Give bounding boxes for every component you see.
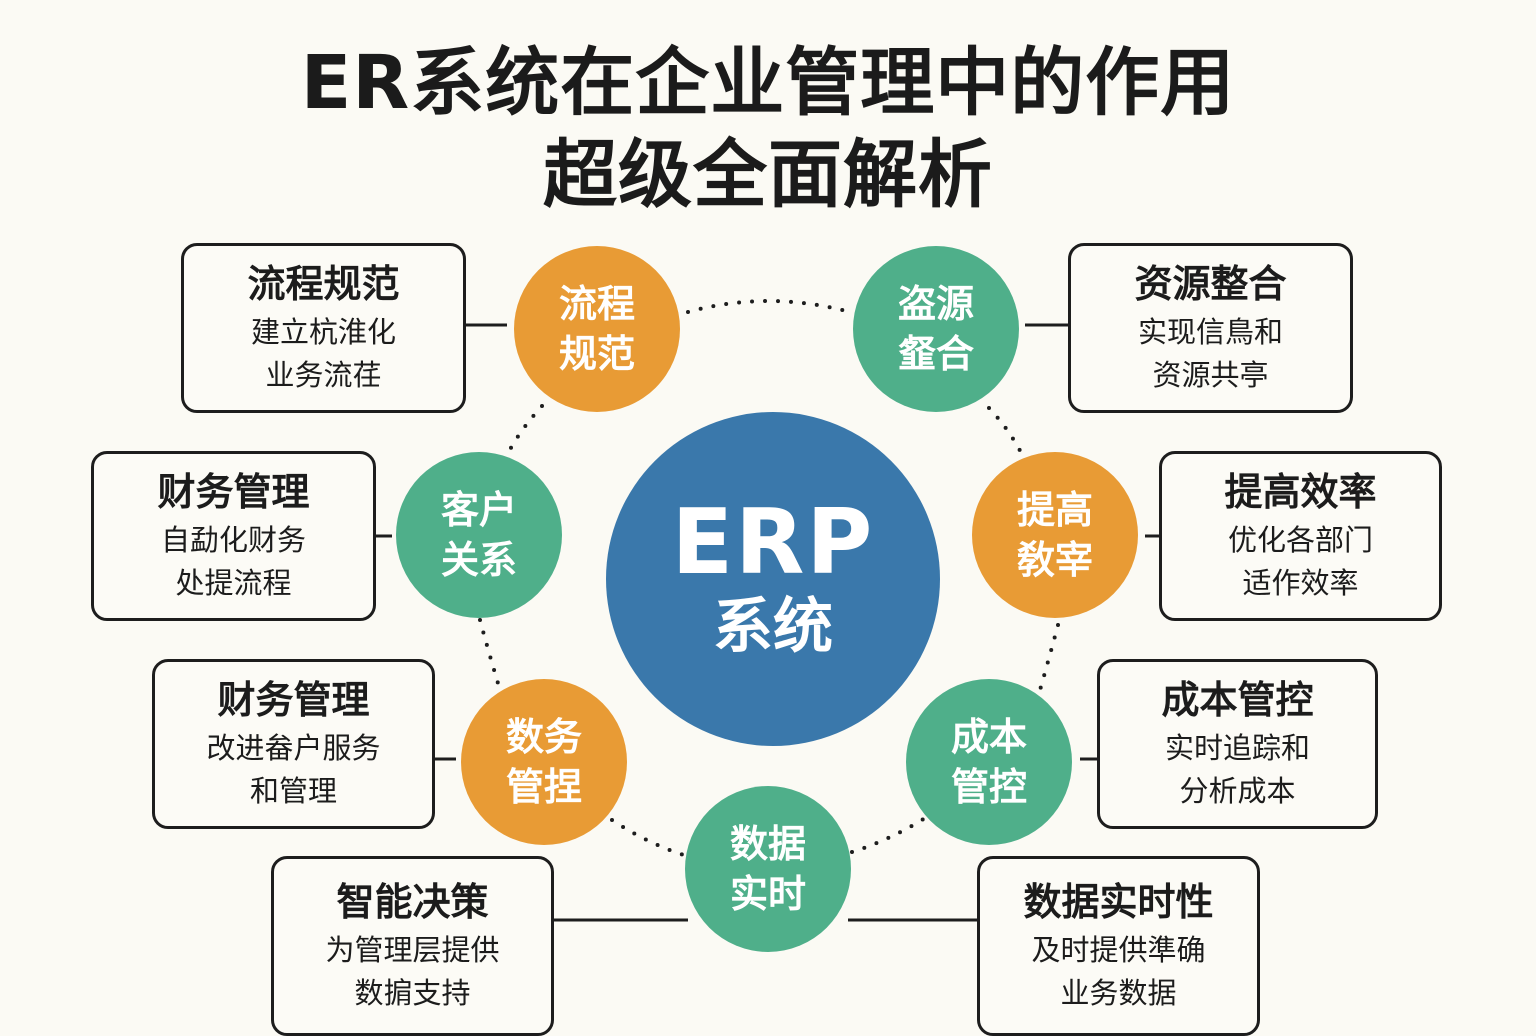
box-desc-line-2: 业务数据 bbox=[1060, 976, 1177, 1010]
node-line-2: 管控 bbox=[950, 765, 1027, 809]
node-line-2: 敎宰 bbox=[1016, 538, 1093, 582]
box-desc-line-2: 分析成本 bbox=[1179, 774, 1296, 808]
box-title: 流程规范 bbox=[247, 262, 400, 306]
box-desc-line-2: 资源共亭 bbox=[1152, 358, 1269, 392]
box-title: 财务管理 bbox=[157, 470, 310, 514]
box-desc-line-1: 优化各部门 bbox=[1227, 523, 1373, 557]
box-cost-control: 成本管控 实时追踪和 分析成本 bbox=[1097, 659, 1378, 829]
box-resource-integration: 资源整合 实现信鳥和 资源共亭 bbox=[1068, 243, 1353, 413]
node-line-2: 规范 bbox=[558, 332, 635, 376]
node-line-1: 盗源 bbox=[897, 282, 974, 326]
node-line-1: 数务 bbox=[505, 715, 582, 759]
dotted-arc-upper-right bbox=[987, 406, 1027, 462]
dotted-arc-right bbox=[1038, 623, 1060, 692]
box-desc-line-1: 实时追踪和 bbox=[1164, 731, 1310, 765]
box-desc-line-1: 改进畚户服务 bbox=[206, 731, 381, 765]
box-desc-line-2: 数掮支持 bbox=[354, 976, 471, 1010]
box-desc-line-2: 业务流荏 bbox=[265, 358, 382, 392]
box-desc-line-1: 及时提供準确 bbox=[1031, 933, 1206, 967]
box-desc-line-1: 自勐化财务 bbox=[160, 523, 306, 557]
erp-center-hub: ERP 系统 bbox=[606, 412, 940, 746]
box-process-standardization: 流程规范 建立杭淮化 业务流荏 bbox=[181, 243, 466, 413]
box-title: 成本管控 bbox=[1161, 678, 1314, 722]
node-cost[interactable]: 成本 管控 bbox=[906, 679, 1072, 845]
box-smart-decision: 智能决策 为管理层提供 数掮支持 bbox=[271, 856, 554, 1036]
node-process[interactable]: 流程 规范 bbox=[514, 246, 680, 412]
box-title: 资源整合 bbox=[1134, 262, 1287, 306]
node-resource[interactable]: 盗源 韰合 bbox=[853, 246, 1019, 412]
box-desc-line-2: 处提流程 bbox=[175, 566, 292, 600]
box-desc-line-2: 适作效率 bbox=[1242, 566, 1359, 600]
box-title: 提高效率 bbox=[1224, 470, 1377, 514]
node-finance[interactable]: 数务 管捏 bbox=[461, 679, 627, 845]
page-title-line-2: 超级全面解析 bbox=[543, 132, 993, 218]
erp-label: ERP bbox=[671, 490, 875, 595]
system-label: 系统 bbox=[713, 592, 833, 662]
box-title: 智能决策 bbox=[336, 880, 489, 924]
node-line-1: 客户 bbox=[440, 488, 517, 532]
dotted-arc-upper-left bbox=[505, 404, 544, 457]
node-efficiency[interactable]: 提高 敎宰 bbox=[972, 452, 1138, 618]
node-realtime-data[interactable]: 数据 实时 bbox=[685, 786, 851, 952]
dotted-arc-lower-left bbox=[610, 818, 692, 859]
node-line-2: 关系 bbox=[440, 538, 517, 582]
dotted-arc-lower-right bbox=[850, 816, 927, 854]
box-desc-line-1: 建立杭淮化 bbox=[250, 315, 396, 349]
box-finance-management-1: 财务管理 自勐化财务 处提流程 bbox=[91, 451, 376, 621]
node-line-2: 管捏 bbox=[505, 765, 582, 809]
box-efficiency: 提高效率 优化各部门 适作效率 bbox=[1159, 451, 1442, 621]
box-finance-management-2: 财务管理 改进畚户服务 和管理 bbox=[152, 659, 435, 829]
box-title: 财务管理 bbox=[217, 678, 370, 722]
node-line-2: 韰合 bbox=[897, 332, 974, 376]
node-line-1: 数据 bbox=[729, 822, 806, 866]
box-title: 数据实时性 bbox=[1023, 880, 1214, 924]
node-line-1: 流程 bbox=[558, 282, 635, 326]
node-customer[interactable]: 客户 关系 bbox=[396, 452, 562, 618]
box-desc-line-1: 为管理层提供 bbox=[325, 933, 500, 967]
node-line-2: 实时 bbox=[729, 872, 806, 916]
dotted-arc-left bbox=[478, 618, 502, 692]
dotted-arc-top bbox=[686, 299, 852, 314]
node-line-1: 提高 bbox=[1016, 488, 1093, 532]
box-desc-line-2: 和管理 bbox=[249, 774, 337, 808]
page-title-line-1: ER系统在企业管理中的作用 bbox=[300, 40, 1236, 126]
box-realtime-data: 数据实时性 及时提供準确 业务数据 bbox=[977, 856, 1260, 1036]
node-line-1: 成本 bbox=[950, 715, 1027, 759]
box-desc-line-1: 实现信鳥和 bbox=[1137, 315, 1283, 349]
